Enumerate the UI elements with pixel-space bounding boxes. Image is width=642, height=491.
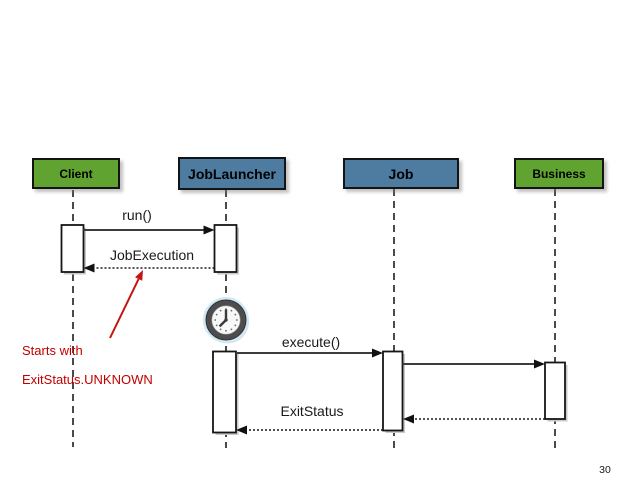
- clock-icon: [203, 297, 249, 344]
- participant-business-label: Business: [532, 166, 586, 181]
- activation-job: [382, 350, 404, 432]
- annotation-arrow: [109, 270, 143, 339]
- participant-joblauncher-label: JobLauncher: [188, 165, 276, 182]
- arrowhead-execute: [372, 348, 383, 358]
- annotation-arrowhead: [135, 270, 143, 281]
- arrowhead-exitstatus: [236, 425, 247, 435]
- participant-joblauncher: JobLauncher: [178, 157, 286, 190]
- page-number: 30: [599, 464, 611, 476]
- message-arrows: [83, 225, 545, 435]
- activation-client: [60, 224, 85, 273]
- participant-client: Client: [32, 158, 120, 189]
- participant-business: Business: [514, 158, 604, 189]
- annotation-line-2: ExitStatus.UNKNOWN: [22, 371, 153, 387]
- message-label-run: run(): [122, 207, 152, 223]
- clock-hour-dots: [214, 308, 238, 332]
- activation-joblauncher-2: [212, 350, 237, 434]
- participant-client-label: Client: [59, 166, 93, 181]
- message-label-exitstatus: ExitStatus: [280, 403, 344, 419]
- annotation-text: Starts with ExitStatus.UNKNOWN: [22, 329, 153, 402]
- activation-bars: [60, 224, 568, 435]
- message-label-jobexecution: JobExecution: [109, 247, 195, 263]
- arrowhead-jobexecution: [83, 263, 95, 273]
- annotation-line-1: Starts with: [22, 342, 83, 358]
- activation-joblauncher-1: [213, 224, 238, 273]
- arrowhead-run: [203, 225, 215, 235]
- message-label-execute: execute(): [281, 334, 341, 350]
- arrowhead-business-return: [403, 414, 414, 424]
- clock-center-dot: [224, 318, 228, 322]
- activation-business: [544, 361, 566, 420]
- arrowhead-job-to-business: [534, 359, 545, 369]
- participant-job-label: Job: [388, 165, 414, 182]
- participant-job: Job: [343, 158, 459, 189]
